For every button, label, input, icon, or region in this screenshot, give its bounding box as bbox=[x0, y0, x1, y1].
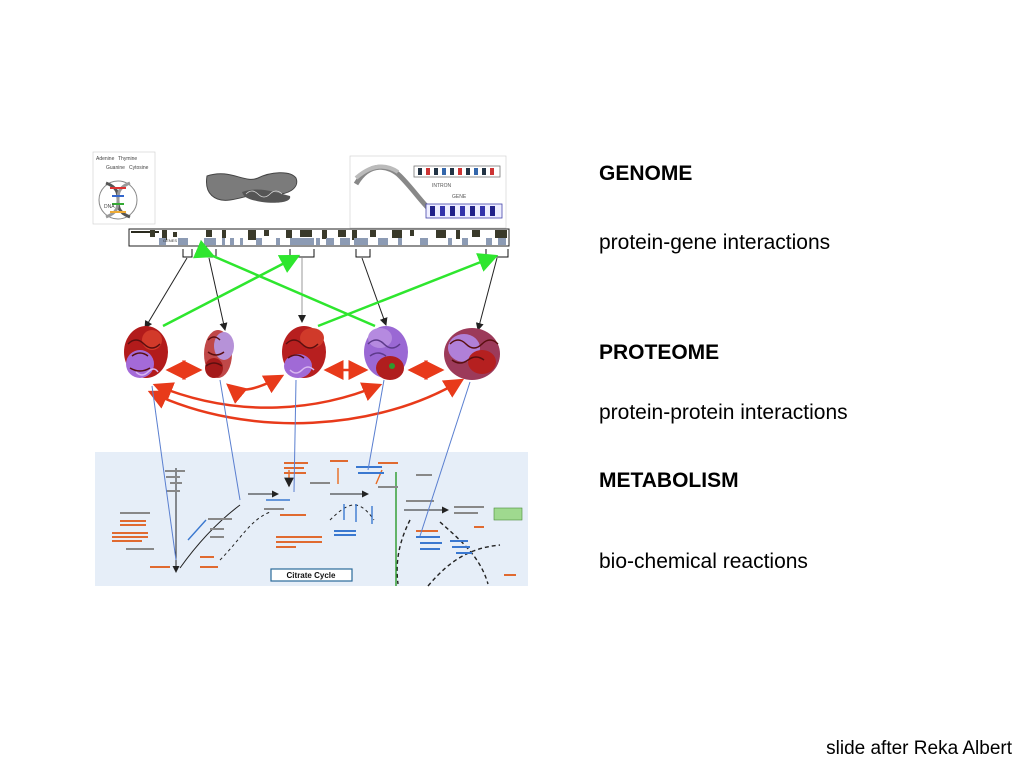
catalysis-link-2 bbox=[219, 379, 241, 501]
intron-tag: INTRON bbox=[432, 183, 452, 189]
metabolism-heading: METABOLISM bbox=[599, 469, 739, 492]
metabolic-map: Citrate Cycle bbox=[95, 452, 528, 587]
ppi-link-4 bbox=[226, 374, 285, 404]
chromosome bbox=[206, 172, 298, 203]
proteome-heading: PROTEOME bbox=[599, 341, 720, 364]
cytosine-label: Cytosine bbox=[129, 165, 149, 171]
biochemical-reactions-label: bio-chemical reactions bbox=[599, 550, 808, 573]
dna-label: DNA bbox=[104, 204, 115, 210]
genome-strip: GENES bbox=[128, 228, 510, 258]
dna-helix-inset: Adenine Thymine Guanine Cytosine DNA bbox=[92, 151, 156, 225]
protein-4 bbox=[364, 326, 408, 380]
catalysis-link-1 bbox=[151, 385, 177, 561]
protein-gene-links bbox=[162, 239, 499, 328]
slide-credit: slide after Reka Albert bbox=[826, 738, 1012, 759]
guanine-label: Guanine bbox=[106, 165, 125, 171]
citrate-cycle-box bbox=[270, 568, 353, 582]
catalysis-link-4 bbox=[367, 379, 385, 471]
protein-2 bbox=[204, 330, 234, 378]
genome-illustration: Adenine Thymine Guanine Cytosine DNA bbox=[92, 151, 510, 258]
protein-3 bbox=[282, 326, 326, 378]
protein-protein-interactions-label: protein-protein interactions bbox=[599, 401, 848, 424]
citrate-cycle-label: Citrate Cycle bbox=[287, 571, 336, 580]
genome-heading: GENOME bbox=[599, 162, 693, 185]
proteins bbox=[124, 326, 500, 380]
expression-arrow-2 bbox=[208, 257, 228, 331]
gene-expression-links bbox=[144, 257, 498, 331]
protein-5 bbox=[444, 328, 500, 380]
expression-arrow-5 bbox=[475, 257, 498, 331]
thymine-label: Thymine bbox=[118, 156, 137, 162]
regulation-link-2 bbox=[192, 239, 376, 328]
expression-arrow-4 bbox=[361, 257, 388, 326]
protein-1 bbox=[124, 326, 168, 378]
gene-tag: GENE bbox=[452, 194, 467, 200]
regulation-link-4 bbox=[317, 253, 499, 328]
gene-structure-inset: INTRON GENE bbox=[349, 155, 507, 229]
regulation-link-1 bbox=[162, 254, 301, 328]
protein-metabolism-links bbox=[151, 379, 471, 561]
expression-arrow-1 bbox=[144, 257, 188, 329]
catalysis-link-5 bbox=[419, 381, 471, 537]
ppi-link-6 bbox=[147, 378, 465, 425]
catalysis-link-3 bbox=[293, 379, 297, 493]
genes-tag: GENES bbox=[163, 238, 177, 243]
protein-protein-links bbox=[147, 360, 465, 425]
adenine-label: Adenine bbox=[96, 156, 115, 162]
protein-gene-interactions-label: protein-gene interactions bbox=[599, 231, 831, 254]
ppi-link-5 bbox=[152, 382, 383, 409]
